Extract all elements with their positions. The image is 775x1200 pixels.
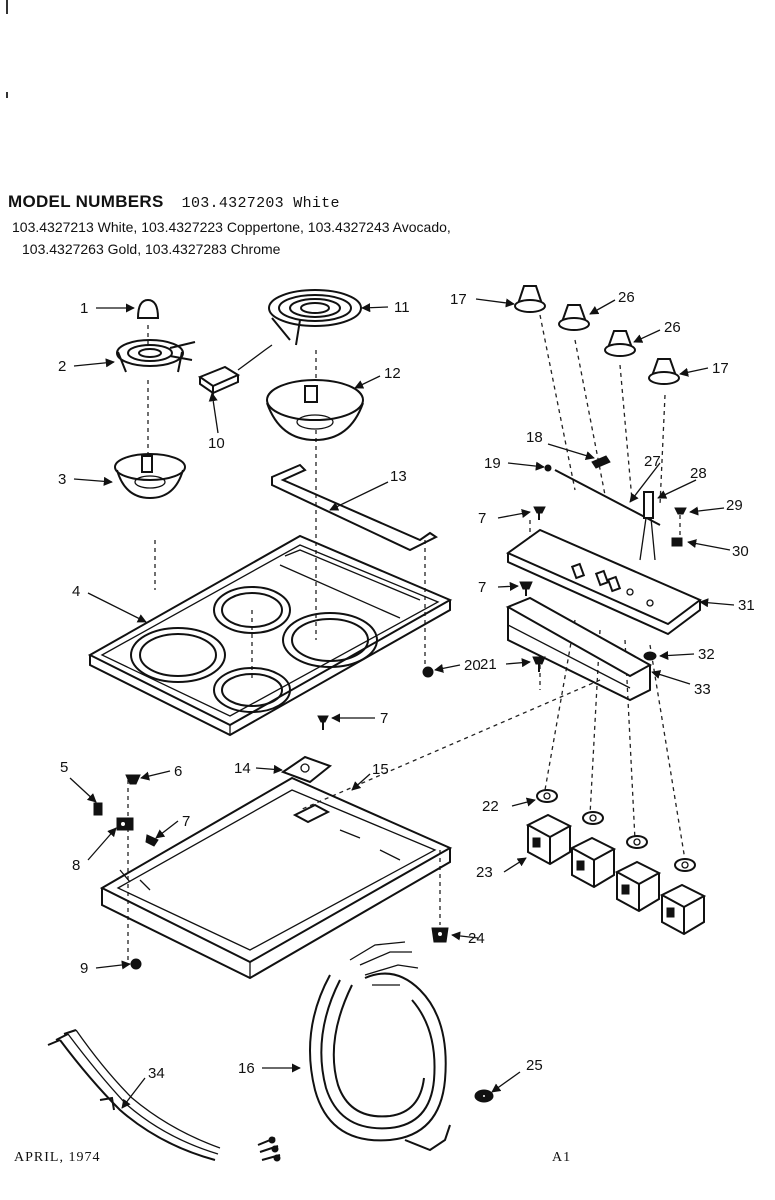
part-7-screw-right-top: [533, 506, 546, 520]
part-9-foot: [130, 958, 142, 970]
callout-2: 2: [58, 358, 66, 375]
callout-6: 6: [174, 763, 182, 780]
callout-21: 21: [480, 656, 497, 673]
model-numbers-label: MODEL NUMBERS: [8, 192, 164, 211]
callout-34: 34: [148, 1065, 165, 1082]
callout-31: 31: [738, 597, 755, 614]
part-26-knob-b: [604, 330, 636, 357]
part-4-cooktop-frame: [87, 534, 453, 737]
callout-15: 15: [372, 761, 389, 778]
callout-7-right-mid: 7: [478, 579, 486, 596]
part-11-large-surface-element: [268, 289, 362, 346]
margin-tick-top: [6, 0, 8, 14]
callout-18: 18: [526, 429, 543, 446]
part-16-wiring-harness: [309, 941, 451, 1152]
callout-32: 32: [698, 646, 715, 663]
callout-11: 11: [394, 299, 410, 316]
callout-28: 28: [690, 465, 707, 482]
part-26-knob-a: [558, 304, 590, 331]
part-6-screw: [125, 774, 141, 785]
part-30-clip: [671, 537, 683, 547]
callout-14: 14: [234, 760, 251, 777]
callout-23: 23: [476, 864, 493, 881]
part-19-pin: [544, 464, 552, 472]
callout-25: 25: [526, 1057, 543, 1074]
callout-13: 13: [390, 468, 407, 485]
part-23-switch-4: [659, 883, 707, 936]
callout-labels: 1 2 3 4 5 6 7 7 7 7 8 9 10 11 12 13 14 1…: [58, 289, 755, 1082]
part-18-indicator-lens: [591, 455, 611, 469]
callout-22: 22: [482, 798, 499, 815]
part-23-switch-1: [525, 813, 573, 866]
callout-5: 5: [60, 759, 68, 776]
callout-4: 4: [72, 583, 80, 600]
part-8-terminal-block: [116, 817, 134, 831]
part-15-bottom-pan: [99, 776, 453, 980]
margin-tick-mid: [6, 92, 8, 98]
callout-16: 16: [238, 1060, 255, 1077]
part-27-rod: [554, 469, 661, 526]
callout-24: 24: [468, 930, 485, 947]
part-22-switch-nut-d: [674, 858, 696, 872]
part-20-bumper: [422, 666, 434, 678]
part-17-knob-left: [514, 285, 546, 313]
part-24-grommet: [431, 927, 449, 943]
part-7-screw-lower-left: [145, 834, 159, 847]
callout-30: 30: [732, 543, 749, 560]
callout-7-right-top: 7: [478, 510, 486, 527]
callout-20: 20: [464, 657, 481, 674]
callout-12: 12: [384, 365, 401, 382]
part-23-switch-3: [614, 860, 662, 913]
callout-7-lower-left: 7: [182, 813, 190, 830]
callout-29: 29: [726, 497, 743, 514]
callout-3: 3: [58, 471, 66, 488]
callout-9: 9: [80, 960, 88, 977]
callout-26-lower: 26: [664, 319, 681, 336]
callout-17-right: 17: [712, 360, 729, 377]
first-model-number: 103.4327203 White: [181, 195, 340, 212]
part-2-small-surface-element: [116, 339, 196, 373]
part-7-screw-right-mid: [519, 581, 533, 596]
part-29-screw: [674, 507, 687, 515]
footer-page-code: A1: [552, 1150, 572, 1165]
part-21-screw: [532, 656, 546, 672]
part-22-switch-nut-c: [626, 835, 648, 849]
callout-33: 33: [694, 681, 711, 698]
part-28-pilot-light: [639, 491, 656, 561]
part-22-switch-nut-b: [582, 811, 604, 825]
callout-17-left: 17: [450, 291, 467, 308]
callout-26-top: 26: [618, 289, 635, 306]
part-3-small-drip-pan: [114, 453, 186, 500]
part-1-cap: [136, 298, 160, 319]
part-33-panel-bracket: [505, 596, 653, 702]
part-34-lead-wires: [47, 1029, 221, 1161]
part-12-large-drip-pan: [266, 379, 364, 442]
part-10-receptacle: [197, 344, 273, 395]
model-numbers-line-2: 103.4327213 White, 103.4327223 Copperton…: [12, 219, 451, 235]
part-13-trim-strip: [271, 463, 438, 552]
callout-27: 27: [644, 453, 661, 470]
callout-10: 10: [208, 435, 225, 452]
callout-arrows: [69, 298, 735, 1109]
footer-date: APRIL, 1974: [14, 1150, 101, 1165]
callout-19: 19: [484, 455, 501, 472]
model-numbers-heading: MODEL NUMBERS 103.4327203 White: [8, 192, 340, 212]
part-17-knob-right: [648, 358, 680, 385]
model-numbers-line-3: 103.4327263 Gold, 103.4327283 Chrome: [22, 241, 281, 257]
part-25-bushing: [474, 1089, 494, 1103]
part-23-switch-2: [569, 836, 617, 889]
callout-1: 1: [80, 300, 88, 317]
callout-8: 8: [72, 857, 80, 874]
part-32-insulator: [643, 651, 657, 661]
part-14-bracket: [280, 755, 333, 784]
callout-7-center: 7: [380, 710, 388, 727]
part-5-clip: [93, 802, 103, 816]
part-7-screw-center: [317, 715, 329, 730]
part-22-switch-nut: [536, 789, 558, 803]
wire-connectors: [257, 1136, 281, 1162]
